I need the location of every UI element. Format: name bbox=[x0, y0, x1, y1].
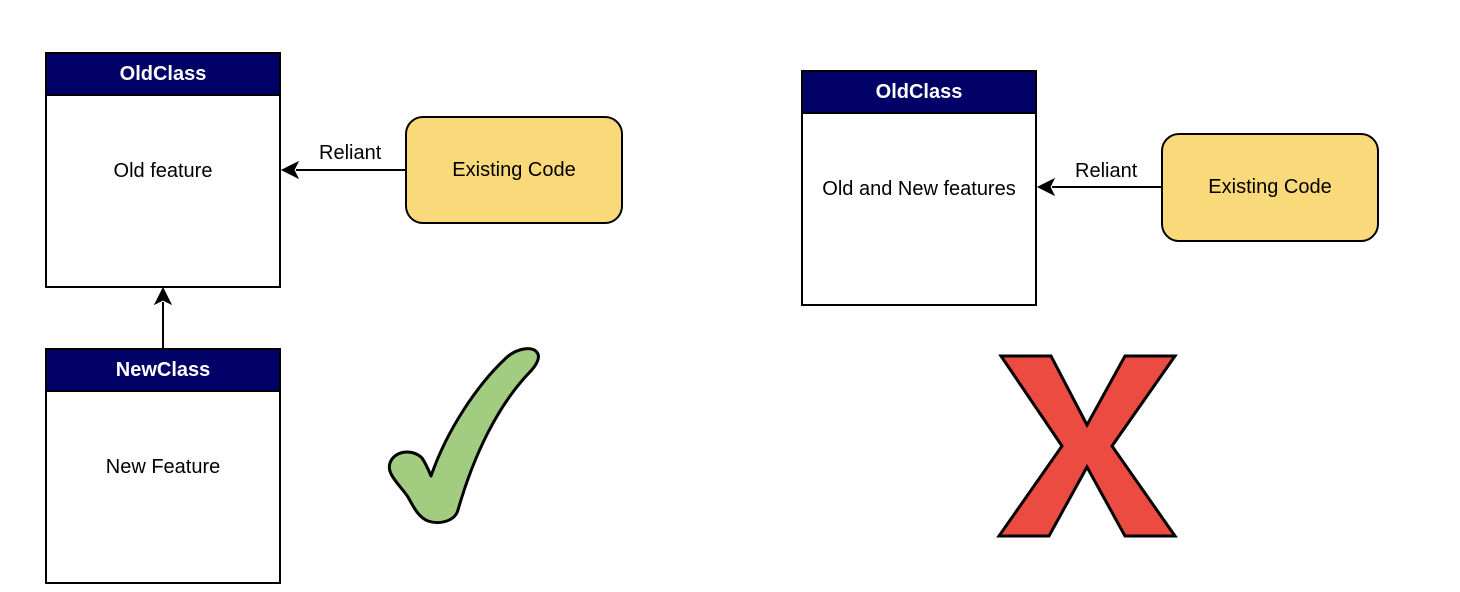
left-inheritance-arrow bbox=[153, 286, 173, 348]
cross-icon bbox=[996, 354, 1178, 538]
left-old-class-body: Old feature bbox=[113, 159, 213, 182]
right-existing-code-box: Existing Code bbox=[1161, 133, 1379, 242]
right-reliant-arrow bbox=[1036, 177, 1161, 197]
checkmark-icon bbox=[387, 347, 540, 525]
left-old-class-title: OldClass bbox=[47, 54, 279, 96]
left-old-class: OldClass Old feature bbox=[45, 52, 281, 288]
left-new-class-body: New Feature bbox=[105, 455, 221, 478]
left-new-class: NewClass New Feature bbox=[45, 348, 281, 584]
left-reliant-label: Reliant bbox=[319, 142, 382, 164]
right-old-class-title: OldClass bbox=[803, 72, 1035, 114]
left-new-class-title: NewClass bbox=[47, 350, 279, 392]
left-reliant-arrow bbox=[280, 160, 405, 180]
right-old-class-body: Old and New features bbox=[822, 177, 1016, 200]
right-reliant-label: Reliant bbox=[1075, 160, 1138, 182]
right-old-class: OldClass Old and New features bbox=[801, 70, 1037, 306]
left-existing-code-box: Existing Code bbox=[405, 116, 623, 224]
